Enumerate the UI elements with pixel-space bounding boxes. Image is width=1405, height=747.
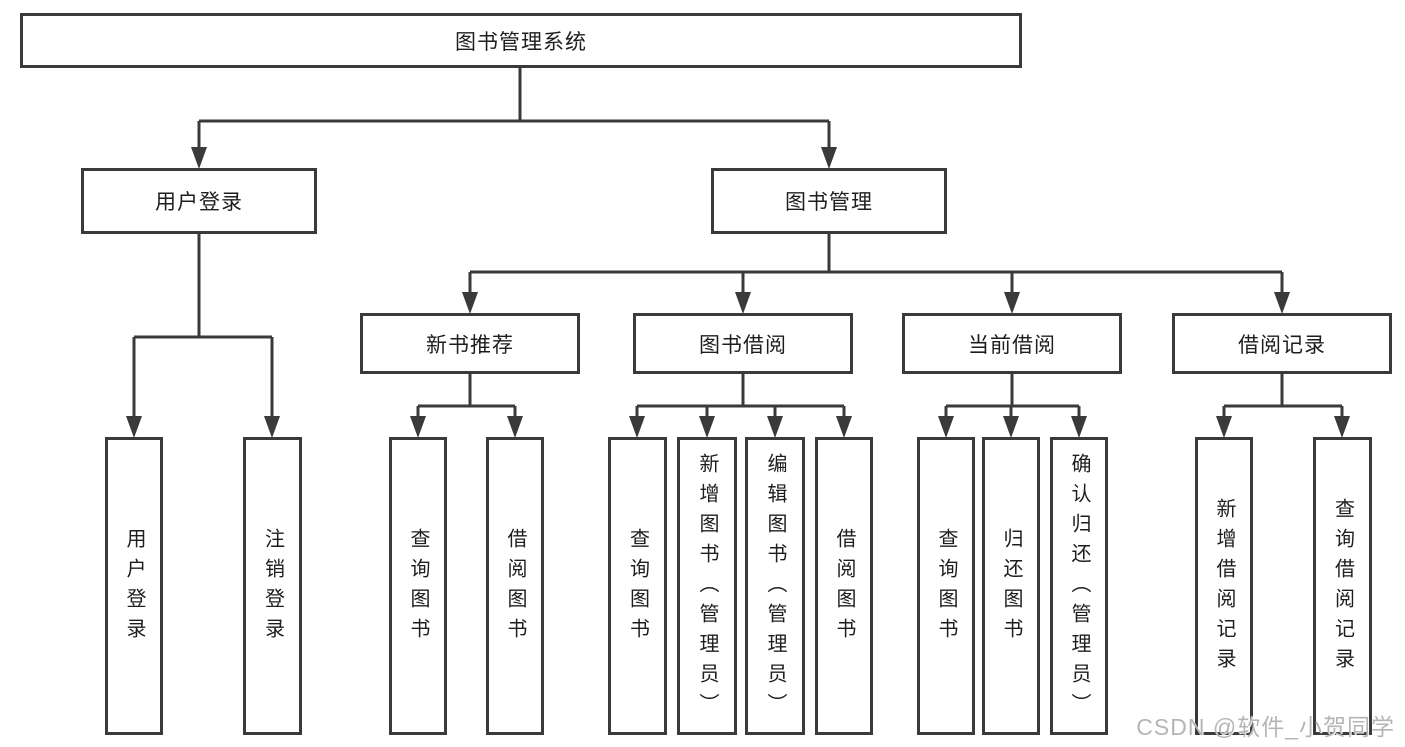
- leaf-query-borrow-record: 查询借阅记录: [1313, 437, 1372, 735]
- leaf-add-borrow-record: 新增借阅记录: [1195, 437, 1253, 735]
- watermark-text: CSDN @软件_小贺同学: [1136, 714, 1395, 740]
- leaf-borrow-books-recommend: 借阅图书: [486, 437, 544, 735]
- leaf-query-books-recommend: 查询图书: [389, 437, 447, 735]
- node-user-login: 用户登录: [81, 168, 317, 234]
- node-current-borrow: 当前借阅: [902, 313, 1122, 374]
- node-book-management: 图书管理: [711, 168, 947, 234]
- node-root: 图书管理系统: [20, 13, 1022, 68]
- leaf-query-books-borrow: 查询图书: [608, 437, 667, 735]
- leaf-query-books-current: 查询图书: [917, 437, 975, 735]
- leaf-confirm-return-admin: 确认归还（管理员）: [1050, 437, 1108, 735]
- leaf-return-book: 归还图书: [982, 437, 1040, 735]
- leaf-add-book-admin: 新增图书（管理员）: [677, 437, 737, 735]
- leaf-logout: 注销登录: [243, 437, 302, 735]
- node-book-borrow: 图书借阅: [633, 313, 853, 374]
- leaf-edit-book-admin: 编辑图书（管理员）: [745, 437, 805, 735]
- leaf-borrow-books: 借阅图书: [815, 437, 873, 735]
- node-new-book-recommend: 新书推荐: [360, 313, 580, 374]
- leaf-user-login: 用户登录: [105, 437, 163, 735]
- node-borrow-records: 借阅记录: [1172, 313, 1392, 374]
